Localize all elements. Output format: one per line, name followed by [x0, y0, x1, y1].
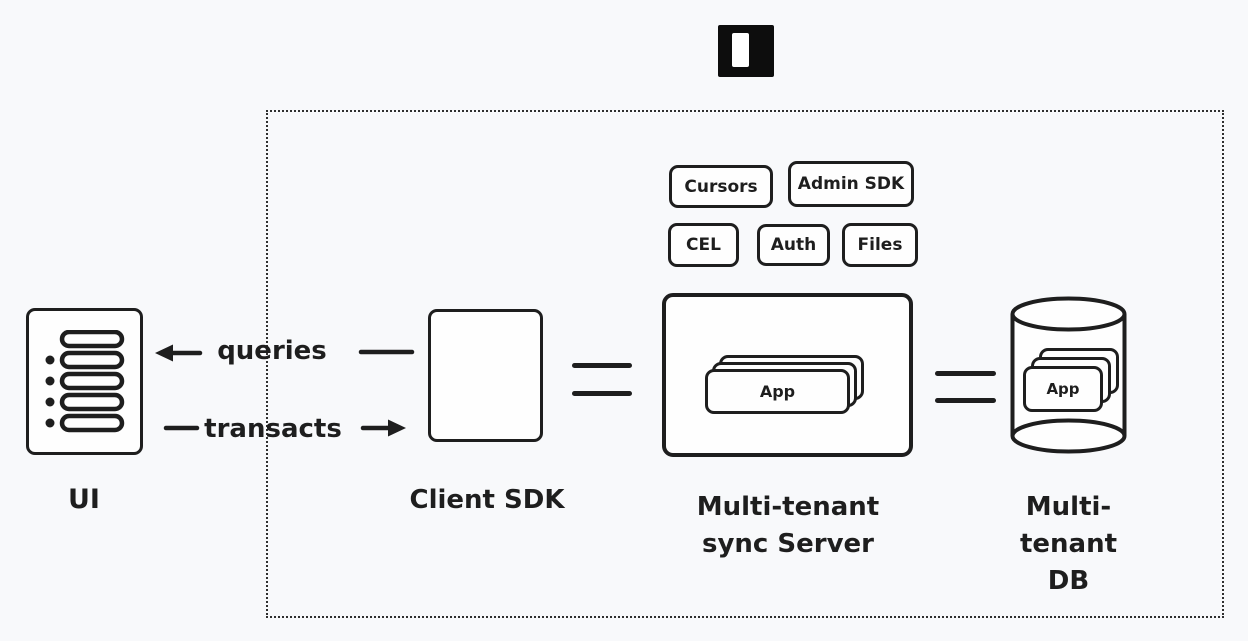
ui-node [26, 308, 143, 455]
client-sdk-node [428, 309, 543, 442]
list-icon [45, 329, 124, 432]
queries-label: queries [217, 336, 327, 366]
instant-logo-bar [732, 33, 749, 67]
transacts-label: transacts [204, 414, 342, 444]
badge-admin-sdk: Admin SDK [788, 161, 914, 207]
badge-auth: Auth [757, 224, 830, 266]
server-app-card-front: App [705, 369, 850, 414]
badge-cursors: Cursors [669, 165, 773, 208]
server-db-link-line-top [935, 371, 996, 376]
db-label-line1: Multi-tenant [1019, 492, 1118, 559]
sync-server-label: Multi-tenant sync Server [652, 489, 924, 563]
server-db-link-line-bottom [935, 398, 996, 403]
sdk-server-link-line-top [572, 363, 632, 368]
db-app-card-front: App [1023, 366, 1103, 412]
instant-logo-icon [718, 25, 774, 77]
client-sdk-label: Client SDK [409, 485, 565, 515]
db-label: Multi-tenant DB [1008, 489, 1129, 600]
ui-label: UI [68, 484, 100, 515]
queries-arrowhead-left [155, 344, 173, 362]
badge-files: Files [842, 223, 918, 267]
db-label-line2: DB [1047, 566, 1090, 596]
db-app-card-label: App [1046, 380, 1080, 398]
sdk-server-link-line-bottom [572, 391, 632, 396]
server-app-card-label: App [759, 382, 796, 401]
sync-server-label-line2: sync Server [702, 529, 874, 559]
sync-server-label-line1: Multi-tenant [696, 492, 880, 522]
tenant-boundary-box [266, 110, 1224, 618]
badge-cel: CEL [668, 223, 739, 267]
